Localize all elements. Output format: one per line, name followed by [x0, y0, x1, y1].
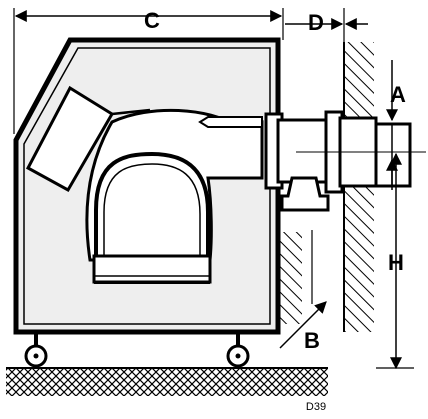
burner-support — [280, 176, 330, 212]
fan-volute — [85, 108, 264, 284]
dimension-b: B — [279, 230, 327, 353]
dimension-h: H — [376, 152, 414, 370]
label-c: C — [144, 8, 160, 33]
dimension-c: C — [13, 8, 284, 134]
label-d: D — [308, 10, 324, 35]
dimension-d: D — [285, 8, 368, 42]
ignition-electrode — [198, 116, 263, 128]
label-b: B — [304, 328, 320, 353]
wheel-left — [24, 332, 48, 368]
drawing-code: D39 — [306, 401, 326, 413]
burner-motor — [25, 85, 151, 193]
label-a: A — [390, 82, 406, 107]
floor — [6, 367, 328, 396]
label-h: H — [388, 250, 404, 275]
wheel-right — [226, 332, 250, 368]
